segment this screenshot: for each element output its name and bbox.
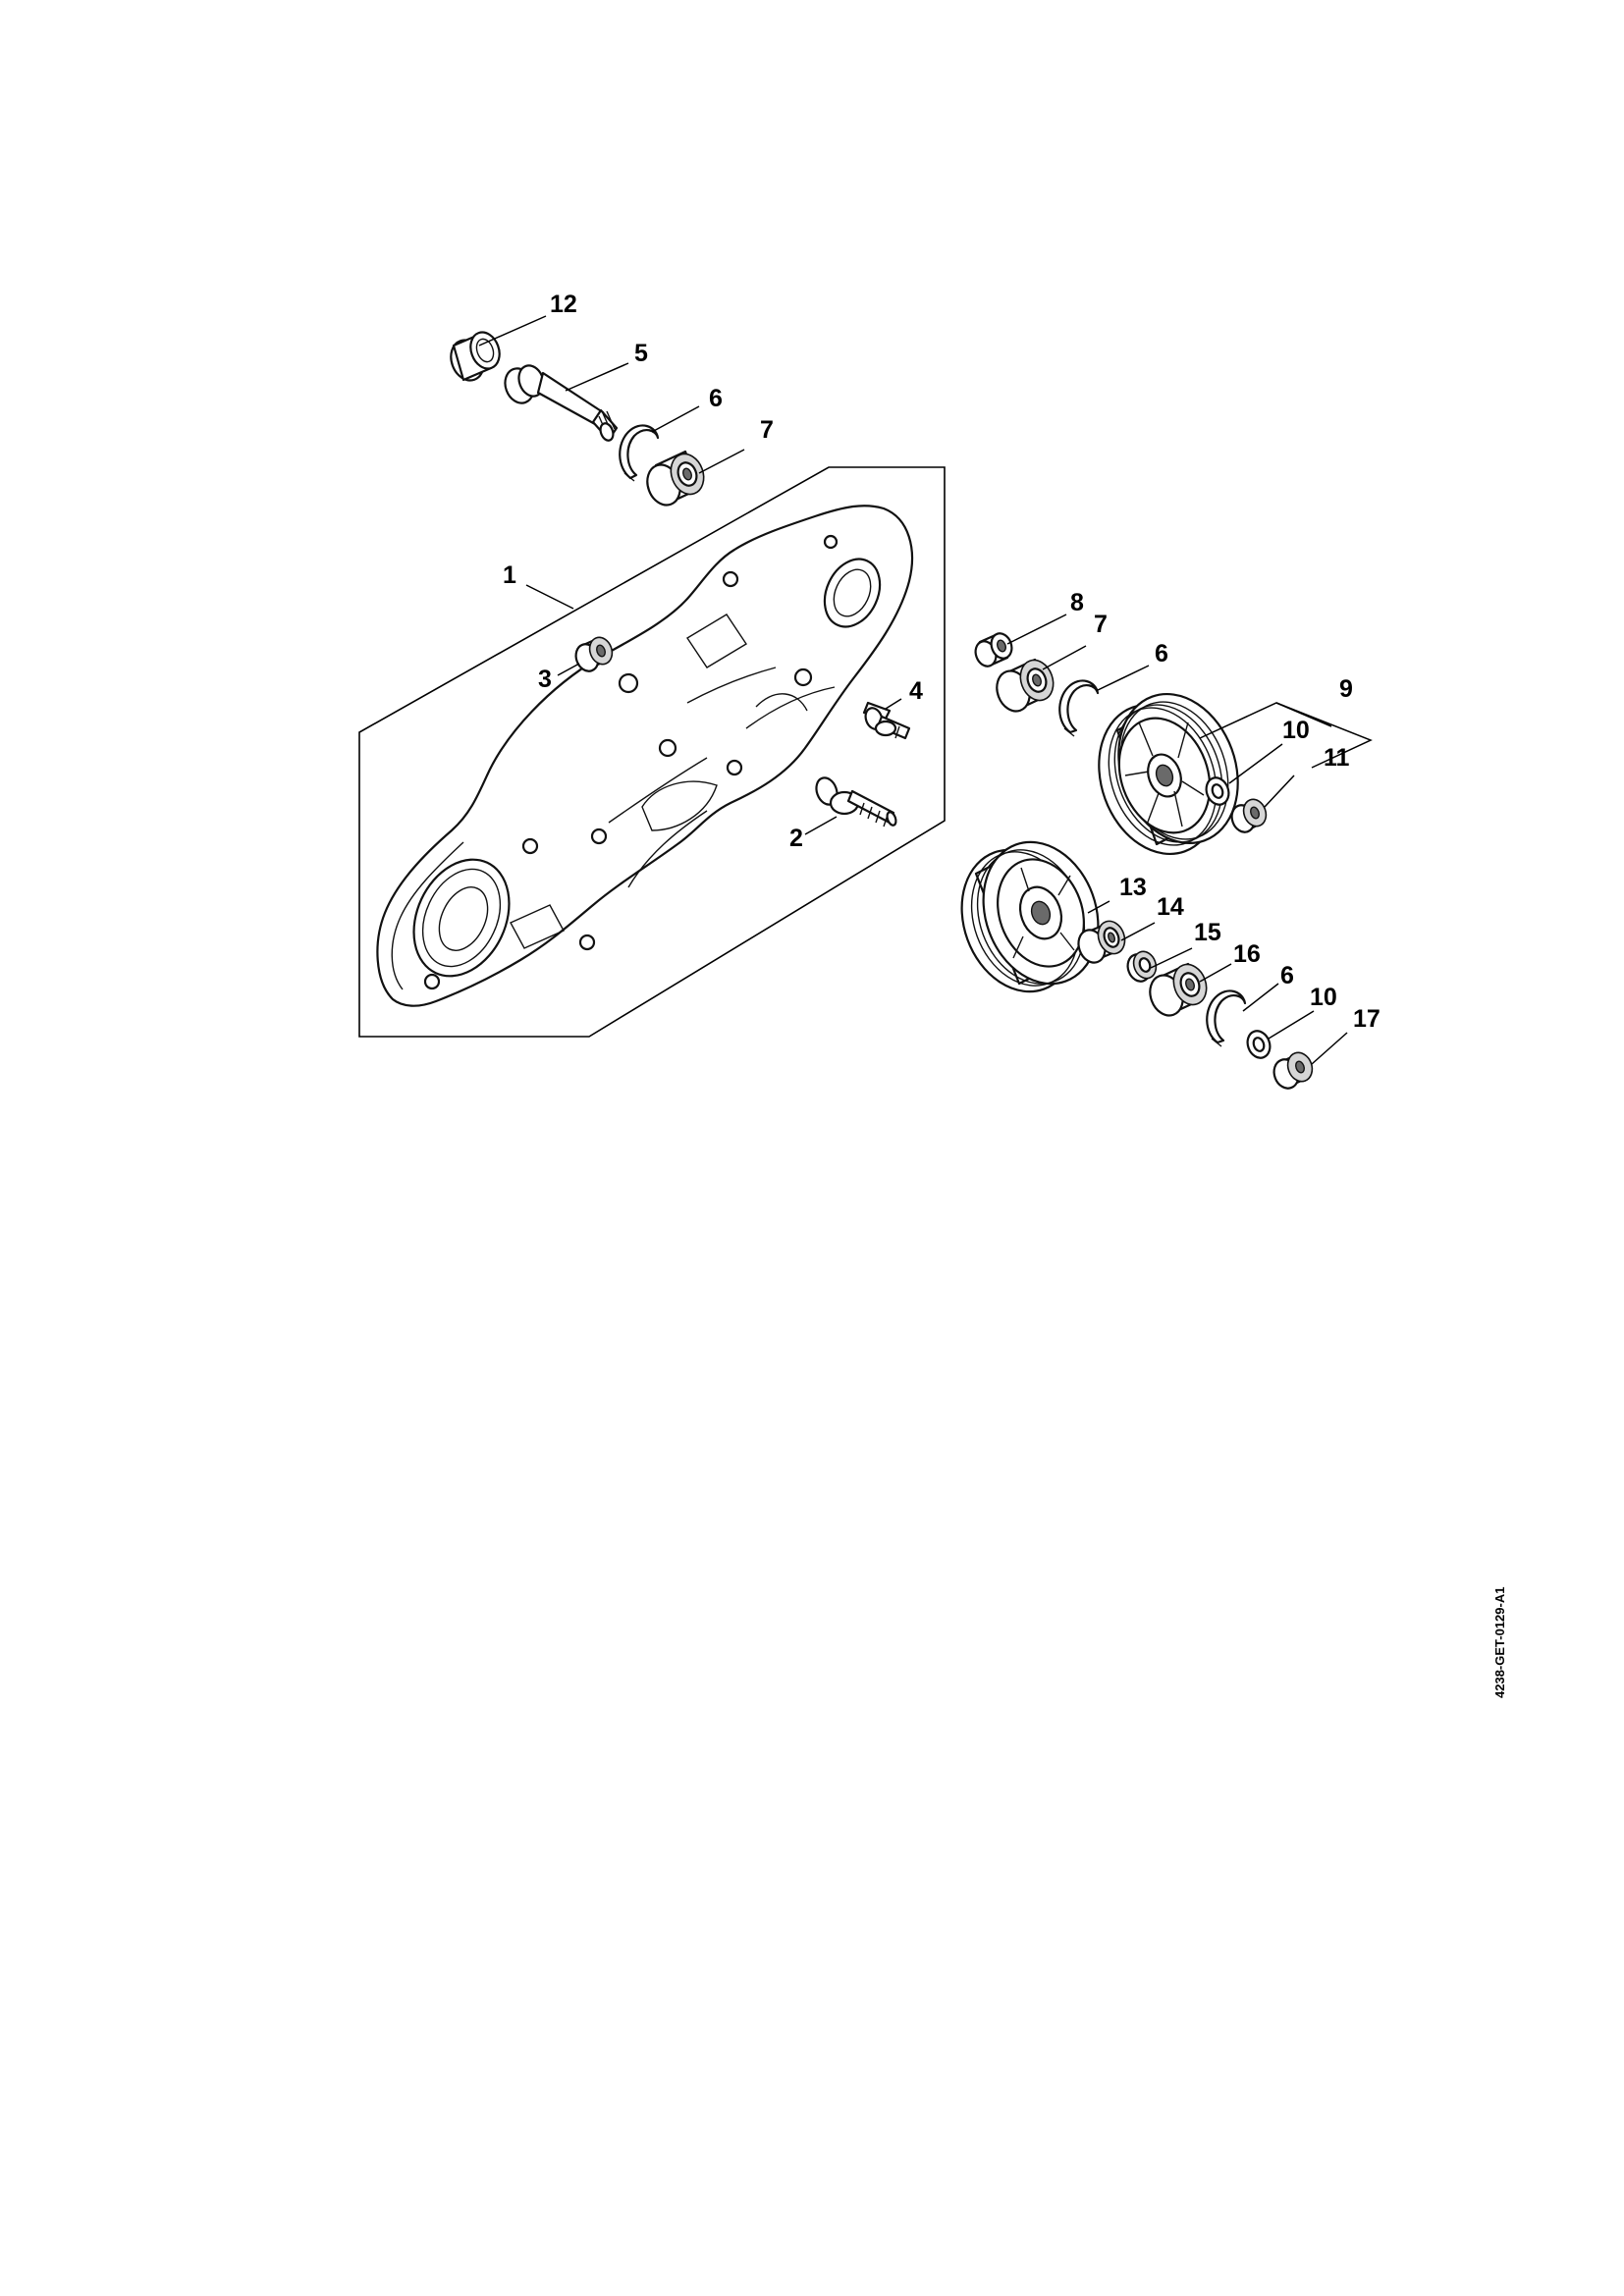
callout-3: 3: [538, 666, 552, 693]
part-2-stud: [815, 776, 897, 828]
part-5-shaft: [504, 364, 619, 442]
callout-7: 7: [1094, 611, 1108, 638]
callout-15: 15: [1194, 919, 1221, 946]
part-13-pulley: [960, 840, 1100, 993]
part-12-sleeve: [450, 331, 501, 382]
callout-10: 10: [1282, 717, 1310, 744]
callout-8: 8: [1070, 589, 1084, 616]
part-6-circlip-bottom: [1206, 989, 1247, 1047]
callout-2: 2: [789, 825, 803, 852]
part-17-nut: [1272, 1051, 1314, 1090]
callout-4: 4: [909, 677, 923, 705]
callout-6: 6: [1280, 962, 1294, 989]
part-1-housing: [376, 505, 913, 1007]
callout-14: 14: [1157, 893, 1184, 921]
part-11-nut: [1230, 798, 1268, 833]
callout-9: 9: [1339, 675, 1353, 703]
part-7-bearing-top: [646, 450, 705, 507]
part-14-bearing: [1077, 920, 1126, 964]
callout-1: 1: [503, 561, 516, 589]
part-8-bushing: [974, 632, 1013, 667]
callout-6: 6: [709, 385, 723, 412]
part-16-bearing: [1149, 962, 1208, 1017]
housing-frame: [358, 466, 946, 1038]
part-7-bearing-right: [996, 658, 1055, 713]
part-10-washer-bottom: [1246, 1030, 1272, 1059]
callout-12: 12: [550, 291, 577, 318]
part-3-nut: [574, 636, 614, 672]
part-15-spacer: [1126, 950, 1158, 983]
document-code: 4238-GET-0129-A1: [1492, 1587, 1507, 1698]
part-6-circlip-right: [1058, 679, 1100, 737]
callout-11: 11: [1324, 744, 1350, 772]
callout-17: 17: [1353, 1005, 1380, 1033]
leader-lines: [478, 315, 1373, 1065]
callout-7: 7: [760, 416, 774, 444]
callout-13: 13: [1119, 874, 1147, 901]
callout-6: 6: [1155, 640, 1168, 667]
part-4-stud: [862, 701, 911, 740]
part-10-washer-top: [1205, 776, 1230, 806]
callout-10: 10: [1310, 984, 1337, 1011]
part-6-circlip-top: [619, 424, 660, 482]
part-9-pulley: [1098, 692, 1239, 856]
callout-16: 16: [1233, 940, 1261, 968]
callout-labels: 12 5 6 7 1 3 4 2 8 7 6 9 10 11 13 14 15 …: [503, 291, 1380, 1033]
callout-5: 5: [634, 340, 648, 367]
